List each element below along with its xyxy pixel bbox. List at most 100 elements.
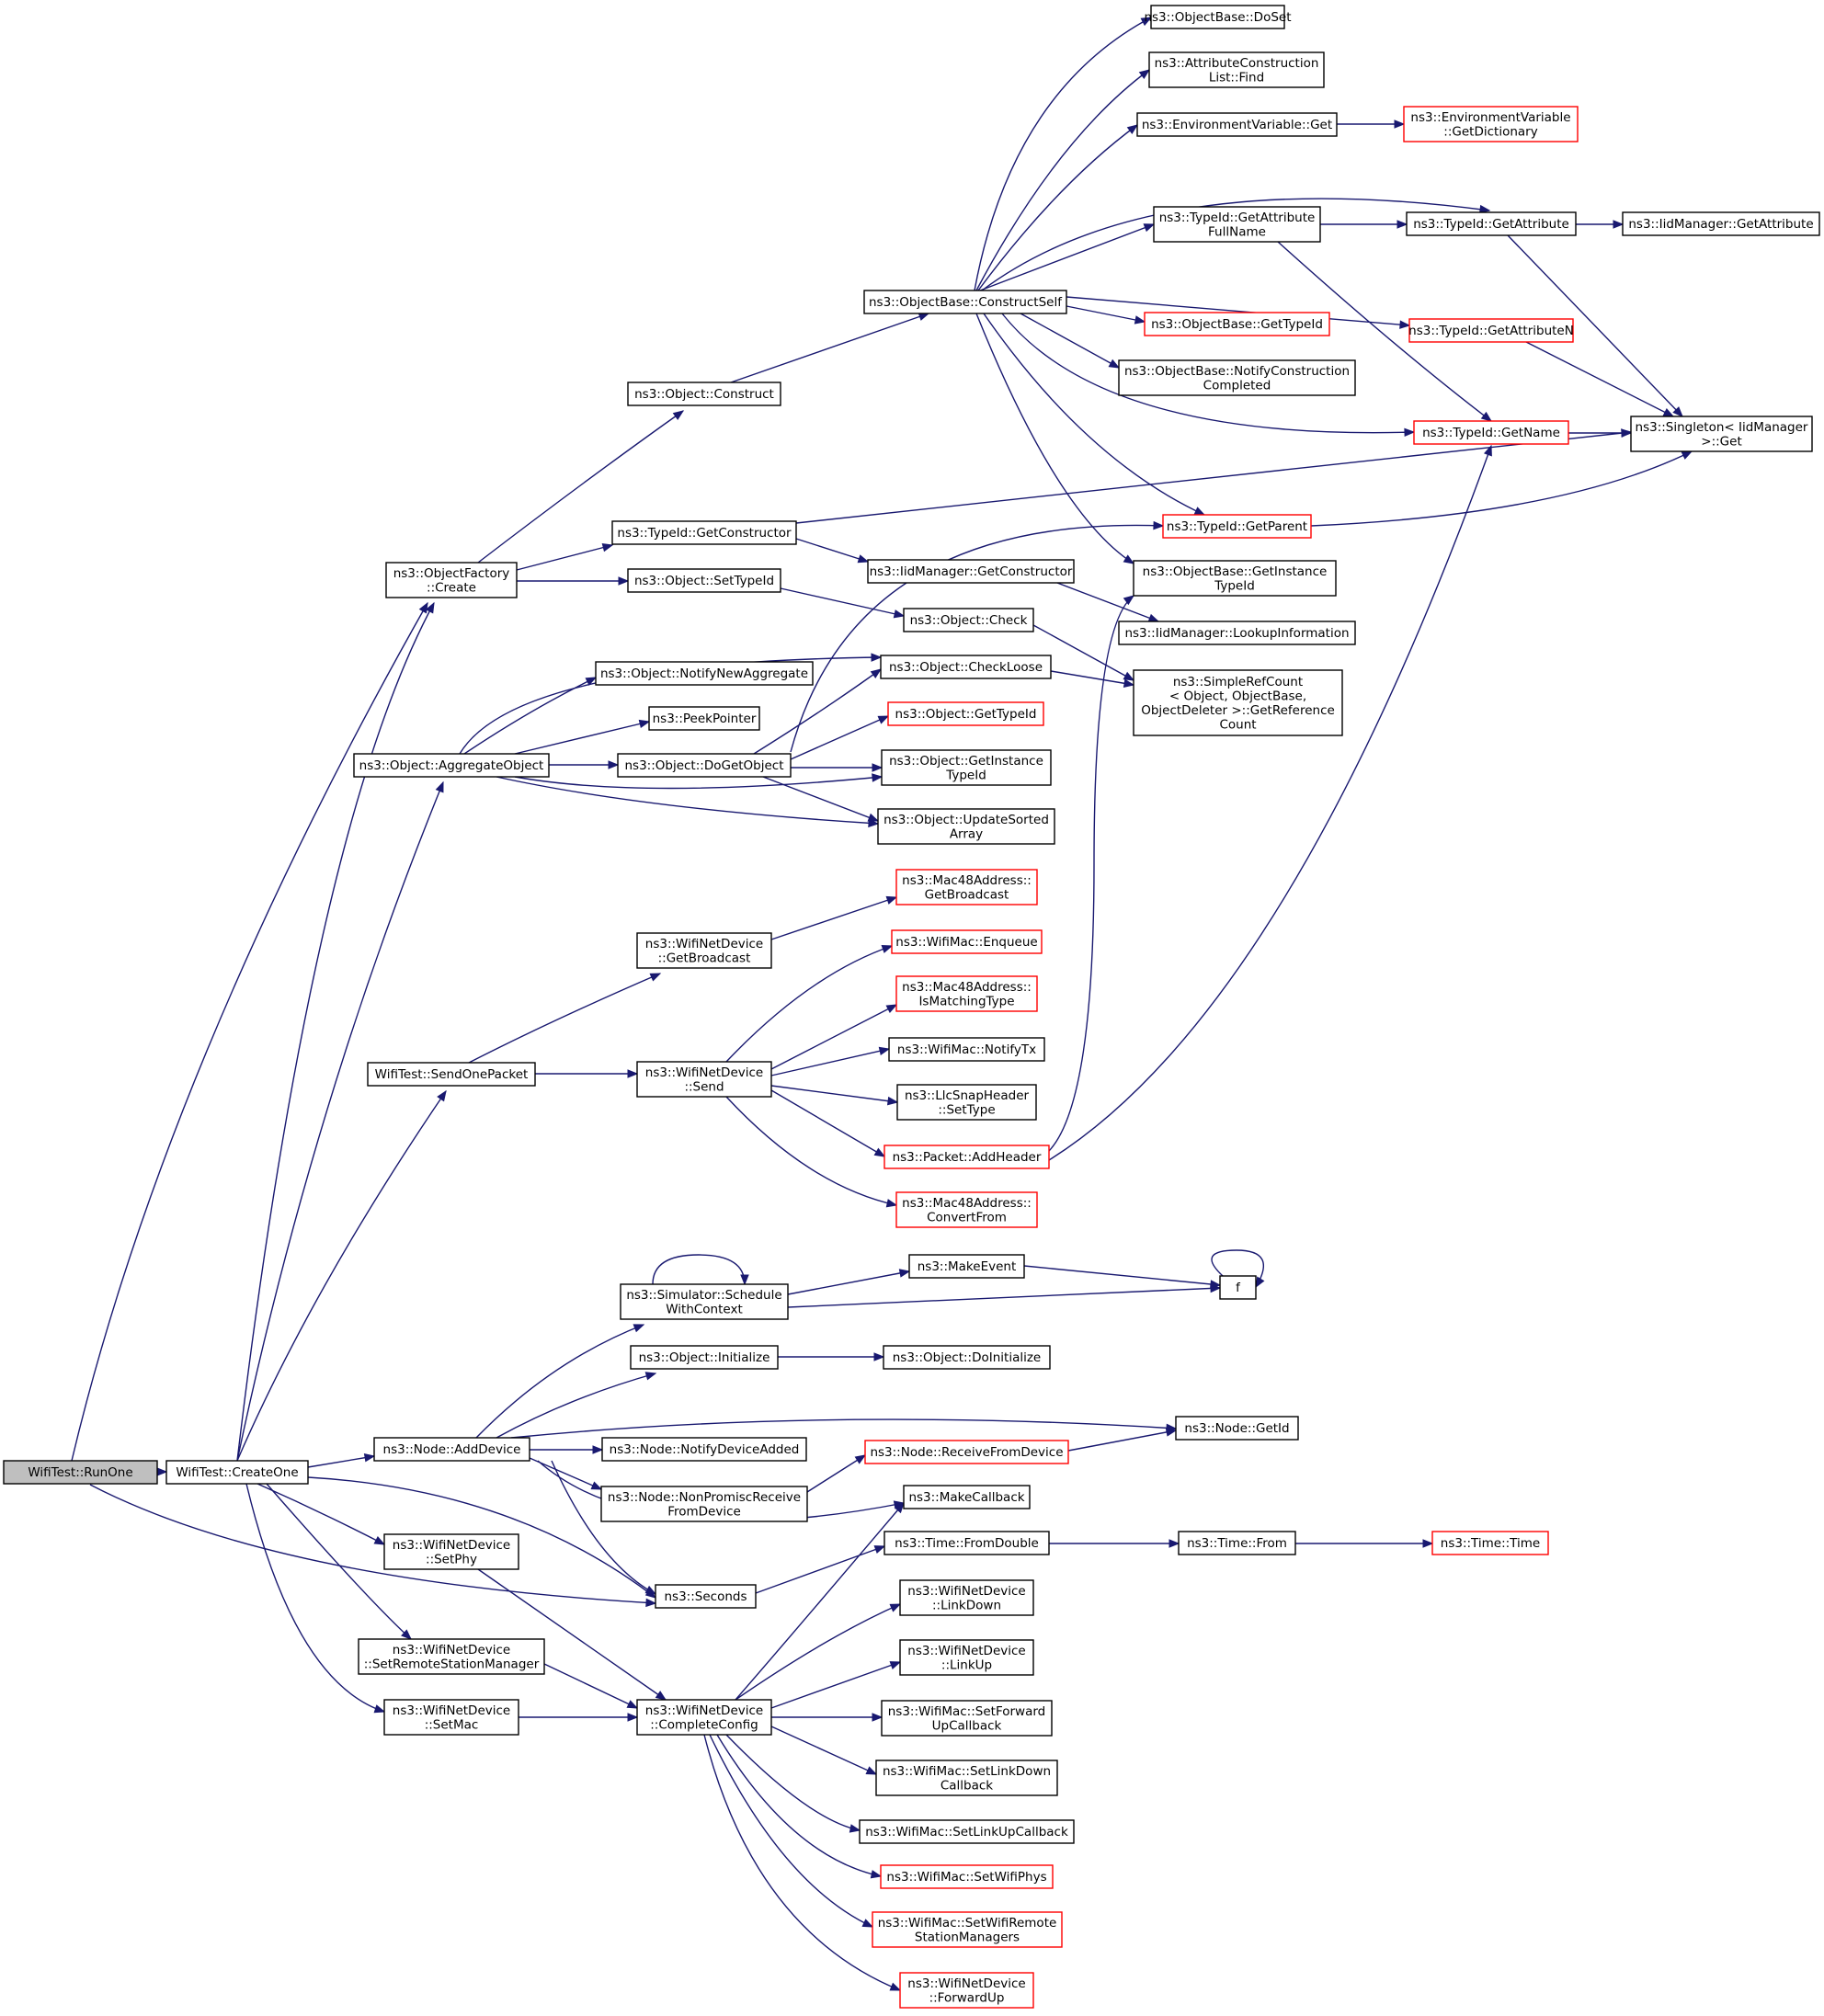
node-sendone[interactable]: WifiTest::SendOnePacket [367,1062,536,1087]
node-label: ns3::WifiMac::SetForward [888,1704,1045,1719]
node-forwardup[interactable]: ns3::WifiNetDevice::ForwardUp [899,1972,1034,2009]
edge-completeconfig-to-linkdown [735,1603,902,1701]
node-setlinkupcb[interactable]: ns3::WifiMac::SetLinkUpCallback [859,1819,1075,1844]
node-box [1406,211,1577,236]
node-f[interactable]: f [1219,1275,1257,1300]
node-makecallback[interactable]: ns3::MakeCallback [903,1485,1031,1509]
node-objfactory[interactable]: ns3::ObjectFactory::Create [385,562,518,598]
arrowhead [1134,315,1146,325]
node-box [899,1972,1034,2009]
node-iid_getattribute[interactable]: ns3::IidManager::GetAttribute [1622,211,1820,236]
node-doinitialize[interactable]: ns3::Object::DoInitialize [883,1345,1051,1370]
node-linkdown[interactable]: ns3::WifiNetDevice::LinkDown [899,1579,1034,1616]
node-enqueue[interactable]: ns3::WifiMac::Enqueue [891,929,1043,954]
edge-line [1507,234,1683,417]
node-ismatching[interactable]: ns3::Mac48Address::IsMatchingType [895,975,1038,1012]
node-getparent[interactable]: ns3::TypeId::GetParent [1162,514,1312,539]
edge-line [1001,313,1415,434]
node-label: ns3::ObjectBase::NotifyConstruction [1124,364,1350,379]
node-createone[interactable]: WifiTest::CreateOne [165,1460,309,1485]
node-getconstructor[interactable]: ns3::TypeId::GetConstructor [611,520,797,545]
edge-createone-to-setrsm [266,1483,412,1640]
node-timetime[interactable]: ns3::Time::Time [1431,1531,1549,1555]
edge-line [245,1483,385,1713]
node-label: ns3::TypeId::GetAttribute [1159,211,1316,225]
node-tid_getattribute[interactable]: ns3::TypeId::GetAttribute [1406,211,1577,236]
node-iid_getconstructor[interactable]: ns3::IidManager::GetConstructor [867,559,1075,584]
node-setwifiphys[interactable]: ns3::WifiMac::SetWifiPhys [880,1864,1054,1889]
node-fromdouble[interactable]: ns3::Time::FromDouble [884,1531,1050,1555]
node-setphy[interactable]: ns3::WifiNetDevice::SetPhy [383,1533,519,1570]
node-setwifirsm[interactable]: ns3::WifiMac::SetWifiRemoteStationManage… [872,1911,1063,1948]
node-seconds[interactable]: ns3::Seconds [655,1584,757,1609]
node-constructself[interactable]: ns3::ObjectBase::ConstructSelf [863,290,1067,314]
node-tid_getname[interactable]: ns3::TypeId::GetName [1413,420,1569,445]
node-wnd_getbcast[interactable]: ns3::WifiNetDevice::GetBroadcast [636,932,772,969]
node-ob_gettypeid[interactable]: ns3::ObjectBase::GetTypeId [1144,312,1330,336]
node-check[interactable]: ns3::Object::Check [903,608,1034,632]
node-peekpointer[interactable]: ns3::PeekPointer [648,706,760,731]
node-simplerefcount[interactable]: ns3::SimpleRefCount< Object, ObjectBase,… [1133,669,1343,736]
node-getid[interactable]: ns3::Node::GetId [1175,1416,1299,1441]
node-box [165,1460,309,1485]
edge-line [89,1484,656,1604]
node-notifynewagg[interactable]: ns3::Object::NotifyNewAggregate [595,661,814,686]
node-envdict[interactable]: ns3::EnvironmentVariable::GetDictionary [1403,106,1579,142]
node-doset[interactable]: ns3::ObjectBase::DoSet [1144,5,1292,29]
node-lookupinfo[interactable]: ns3::IidManager::LookupInformation [1118,621,1356,645]
node-makeevent[interactable]: ns3::MakeEvent [908,1254,1025,1279]
node-label: ::LinkUp [941,1657,992,1672]
node-getattributen[interactable]: ns3::TypeId::GetAttributeN [1408,318,1574,343]
node-adddevice[interactable]: ns3::Node::AddDevice [373,1437,530,1462]
node-obj_gettypeid[interactable]: ns3::Object::GetTypeId [887,701,1044,726]
node-llcsettype[interactable]: ns3::LlcSnapHeader::SetType [896,1084,1037,1121]
node-notifyconstr[interactable]: ns3::ObjectBase::NotifyConstructionCompl… [1118,359,1356,396]
node-singleton[interactable]: ns3::Singleton< IidManager >::Get [1630,416,1813,452]
node-addheader[interactable]: ns3::Packet::AddHeader [884,1145,1050,1169]
node-completeconfig[interactable]: ns3::WifiNetDevice::CompleteConfig [636,1699,772,1736]
node-envget[interactable]: ns3::EnvironmentVariable::Get [1136,112,1338,137]
node-settypeid[interactable]: ns3::Object::SetTypeId [627,568,781,593]
arrowhead [872,1713,884,1722]
edge-line [463,677,597,755]
node-aggregate[interactable]: ns3::Object::AggregateObject [353,753,550,778]
arrowhead [1613,220,1624,229]
node-setmac[interactable]: ns3::WifiNetDevice::SetMac [383,1699,519,1736]
arrowhead [854,1454,867,1464]
edge-checkloose-to-simplerefcount [1050,670,1135,688]
node-construct[interactable]: ns3::Object::Construct [627,382,781,406]
node-wnd_send[interactable]: ns3::WifiNetDevice::Send [636,1061,772,1098]
node-box [1133,669,1343,736]
node-linkup[interactable]: ns3::WifiNetDevice::LinkUp [899,1639,1034,1676]
edge-setrsm-to-completeconfig [543,1663,639,1709]
node-label: ns3::TypeId::GetParent [1167,519,1307,534]
node-checkloose[interactable]: ns3::Object::CheckLoose [880,655,1052,679]
node-recvfromdev[interactable]: ns3::Node::ReceiveFromDevice [864,1440,1069,1464]
node-box [383,1533,519,1570]
node-notifydevadded[interactable]: ns3::Node::NotifyDeviceAdded [601,1437,807,1462]
node-dogetobject[interactable]: ns3::Object::DoGetObject [617,753,792,778]
node-initialize[interactable]: ns3::Object::Initialize [630,1345,779,1370]
arrowhead [649,973,662,982]
node-timefrom[interactable]: ns3::Time::From [1178,1531,1296,1555]
node-mac48_getbcast[interactable]: ns3::Mac48Address::GetBroadcast [895,869,1038,905]
node-label: >::Get [1701,434,1741,449]
node-setrsm[interactable]: ns3::WifiNetDevice::SetRemoteStationMana… [358,1638,545,1675]
edge-line [725,1734,861,1831]
node-notifytx[interactable]: ns3::WifiMac::NotifyTx [888,1037,1045,1062]
node-label: ns3::ObjectFactory [393,566,510,581]
node-convertfrom[interactable]: ns3::Mac48Address::ConvertFrom [895,1191,1038,1228]
node-label: ns3::WifiMac::SetLinkUpCallback [865,1825,1068,1839]
node-runone[interactable]: WifiTest::RunOne [3,1460,158,1485]
edge-line [753,668,882,755]
edge-line [974,17,1152,291]
